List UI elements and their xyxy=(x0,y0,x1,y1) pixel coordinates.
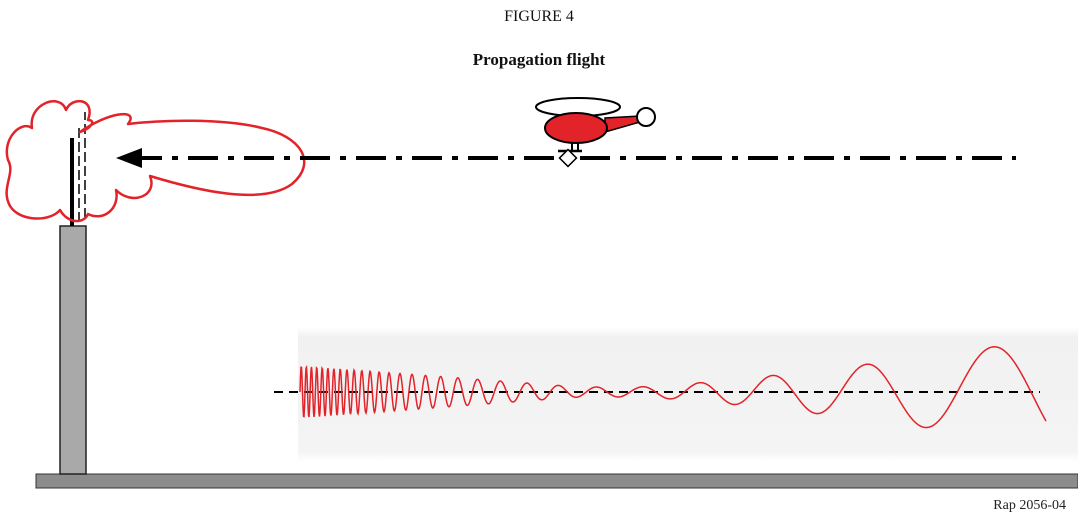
flight-path-arrowhead xyxy=(116,148,142,168)
helicopter xyxy=(535,97,656,168)
helicopter-body xyxy=(544,112,608,144)
figure-title: Propagation flight xyxy=(472,50,606,69)
ground xyxy=(35,473,1078,489)
figure-reference: Rap 2056-04 xyxy=(993,498,1066,513)
helicopter-tailboom xyxy=(604,115,641,133)
waveform-panel xyxy=(298,327,1078,462)
antenna-mast xyxy=(59,225,87,475)
helicopter-sensor xyxy=(558,148,578,168)
figure-label: FIGURE 4 xyxy=(504,8,574,25)
radiation-pattern xyxy=(5,99,306,223)
helicopter-tail-rotor xyxy=(636,107,656,127)
signal-waveform xyxy=(299,346,1047,429)
